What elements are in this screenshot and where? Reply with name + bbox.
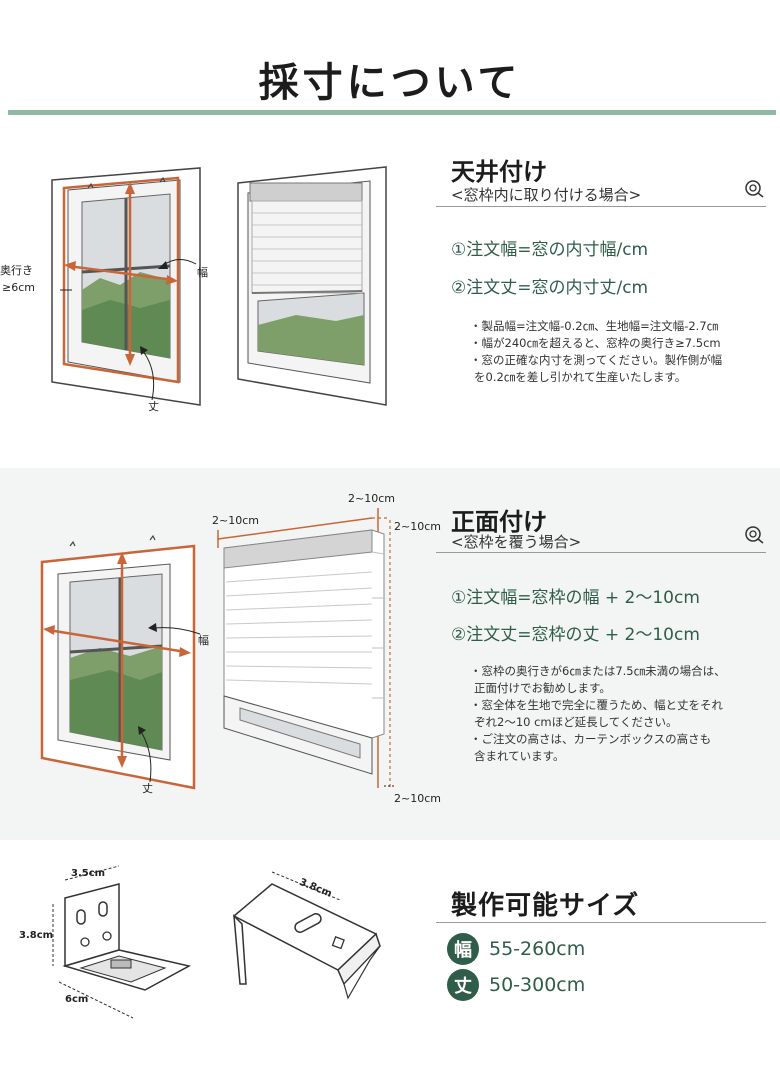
bracket-dim-side: 3.8cm	[298, 877, 334, 900]
outside-height-label: 丈	[142, 782, 153, 795]
outside-note-4: ぞれ2〜10 cmほど延長してください。	[474, 715, 678, 729]
bracket-front-illustration: 3.5cm 3.8cm 6cm	[19, 865, 192, 1019]
bracket-dim-width: 3.5cm	[71, 868, 105, 879]
outside-mount-heading: 正面付け	[451, 508, 547, 536]
outside-mount-blind-illustration: 2~10cm 2~10cm 2~10cm 2~10cm	[212, 492, 441, 805]
zoom-icon	[745, 526, 764, 544]
outside-dim-bottom: 2~10cm	[394, 792, 441, 805]
width-size-row: 幅 55-260cm	[447, 932, 585, 966]
inside-formula-height: ②注文丈=窓の内寸丈/cm	[451, 278, 649, 298]
height-size-row: 丈 50-300cm	[447, 968, 585, 1002]
inside-mount-window-illustration: 幅 丈 奥行き ≥6cm	[0, 167, 208, 413]
outside-note-2: 正面付けでお勧めします。	[474, 681, 611, 695]
bracket-dim-depth: 6cm	[65, 994, 88, 1005]
outside-note-3: ・窓全体を生地で完全に覆うため、幅と丈をそれ	[470, 698, 723, 712]
inside-width-label: 幅	[197, 266, 208, 279]
inside-mount-heading: 天井付け	[451, 158, 547, 186]
width-size-value: 55-260cm	[489, 938, 586, 960]
width-badge: 幅	[447, 933, 479, 965]
inside-height-label: 丈	[148, 400, 159, 413]
inside-mount-subheading: <窓枠内に取り付ける場合>	[451, 186, 642, 204]
outside-dim-left: 2~10cm	[212, 514, 259, 527]
inside-formula-width: ①注文幅=窓の内寸幅/cm	[451, 240, 649, 260]
height-size-value: 50-300cm	[489, 974, 586, 996]
outside-width-label: 幅	[198, 634, 209, 647]
height-badge: 丈	[447, 969, 479, 1001]
bracket-dim-height: 3.8cm	[19, 930, 53, 941]
outside-note-1: ・窓枠の奥行きが6㎝または7.5㎝未満の場合は、	[470, 664, 726, 678]
bracket-side-illustration: 3.8cm	[232, 871, 381, 1000]
outside-dim-top: 2~10cm	[348, 492, 395, 505]
outside-formula-height: ②注文丈=窓枠の丈 + 2〜10cm	[451, 625, 700, 645]
title-divider	[8, 110, 776, 115]
inside-mount-rule	[436, 206, 766, 207]
outside-note-5: ・ご注文の高さは、カーテンボックスの高さも	[470, 732, 712, 746]
inside-mount-blind-illustration	[237, 166, 387, 406]
outside-formula-width: ①注文幅=窓枠の幅 + 2〜10cm	[451, 588, 700, 608]
inside-depth-label-2: ≥6cm	[2, 281, 35, 294]
size-rule	[436, 922, 766, 923]
outside-mount-rule	[436, 552, 766, 553]
outside-note-6: 含まれています。	[474, 749, 565, 763]
page-title: 採寸について	[258, 60, 522, 106]
inside-note-4: を0.2㎝を差し引かれて生産いたします。	[474, 370, 687, 384]
zoom-icon	[745, 180, 764, 198]
inside-note-1: ・製品幅=注文幅-0.2㎝、生地幅=注文幅-2.7㎝	[470, 319, 719, 333]
outside-mount-subheading: <窓枠を覆う場合>	[451, 533, 582, 551]
inside-depth-label-1: 奥行き	[0, 263, 33, 277]
outside-dim-right: 2~10cm	[394, 520, 441, 533]
inside-note-2: ・幅が240㎝を超えると、窓枠の奥行き≥7.5cm	[470, 336, 721, 350]
outside-mount-window-illustration: 幅 丈	[40, 534, 209, 795]
inside-note-3: ・窓の正確な内寸を測ってください。製作側が幅	[470, 353, 723, 367]
size-heading: 製作可能サイズ	[451, 891, 640, 921]
